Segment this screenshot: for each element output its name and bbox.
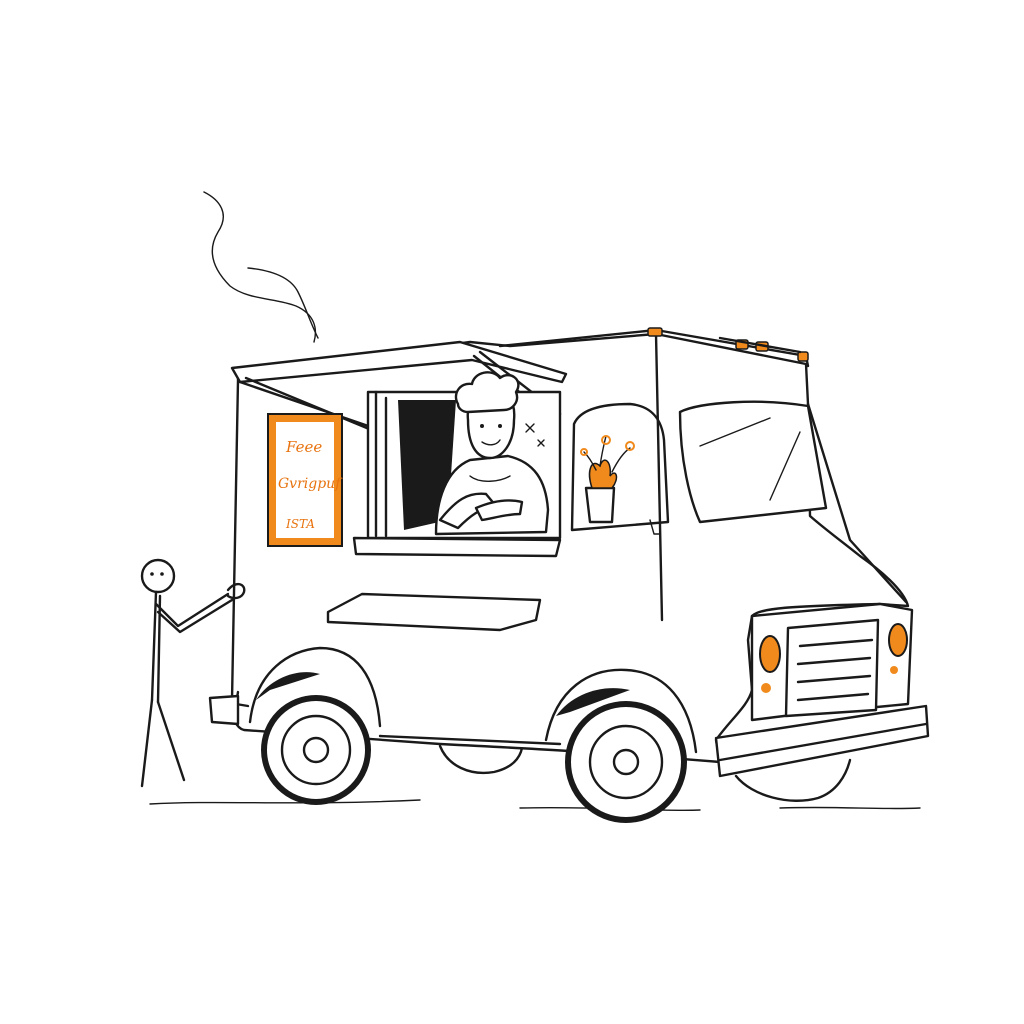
stick-figure-customer (140, 558, 246, 788)
truck-front (714, 602, 930, 778)
cab (678, 400, 908, 604)
menu-sign: Feee Gvrigpuf ISTA (267, 413, 343, 547)
chef (434, 371, 550, 536)
rear-wheel (248, 646, 382, 805)
smoke-icon (203, 191, 319, 343)
side-door (570, 402, 670, 535)
menu-sign-line-1: Feee (285, 438, 322, 456)
sparkle-icon (525, 423, 545, 447)
rear-hidden-wheel (438, 744, 852, 802)
menu-sign-line-3: ISTA (285, 517, 315, 531)
front-wheel (544, 668, 698, 823)
plant-pot-icon (580, 435, 635, 524)
menu-sign-line-2: Gvrigpuf (278, 476, 343, 492)
